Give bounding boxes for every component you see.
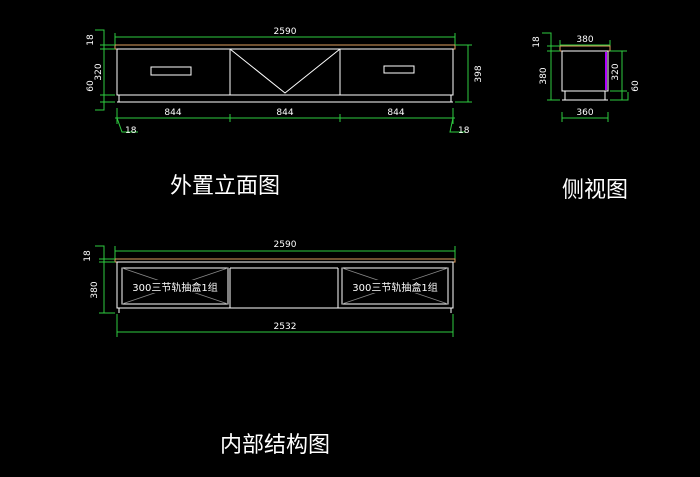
- front-view: 2590 18 320 60: [86, 27, 484, 199]
- front-dim-base-height: 60: [86, 80, 96, 92]
- internal-right-drawer-box: [341, 267, 449, 305]
- front-dim-total-height: 398: [474, 65, 484, 82]
- internal-dim-height: 380: [90, 281, 100, 298]
- internal-view-caption: 内部结构图: [220, 433, 330, 458]
- side-dim-height: 380: [539, 67, 549, 84]
- front-center-v-panel: [229, 48, 341, 94]
- side-bottom-width-label: 360: [576, 108, 593, 118]
- side-top-board: [559, 45, 611, 52]
- internal-right-note-bg: [352, 280, 445, 293]
- side-dim-base-height: 60: [631, 80, 641, 92]
- internal-left-dimension: [95, 245, 115, 314]
- front-right-dimension: [455, 44, 472, 103]
- front-leg-left-label: 18: [125, 126, 137, 136]
- front-right-drawer-handle: [383, 65, 415, 74]
- front-segment-left: 844: [164, 108, 181, 118]
- internal-right-drawer-note: 300三节轨抽盒1组: [352, 281, 437, 294]
- front-dim-body-height: 320: [94, 63, 104, 80]
- internal-left-drawer-box: [121, 267, 229, 305]
- front-view-caption: 外置立面图: [170, 174, 280, 199]
- internal-view: 2590 300三节轨抽盒1组 300三节轨抽盒1组: [83, 240, 456, 458]
- side-top-width-label: 380: [576, 35, 593, 45]
- front-top-board: [114, 44, 456, 50]
- internal-total-width-label: 2590: [274, 240, 297, 250]
- internal-left-drawer-note: 300三节轨抽盒1组: [132, 281, 217, 294]
- front-top-dimension: [114, 33, 456, 46]
- side-right-dimension: [610, 50, 629, 101]
- internal-inner-width-label: 2532: [274, 322, 297, 332]
- front-left-dimension: [95, 29, 115, 111]
- side-cabinet-body: [559, 45, 611, 101]
- internal-dim-top-board: 18: [83, 250, 93, 262]
- front-dim-top-board: 18: [86, 34, 96, 46]
- front-cabinet-outline: [116, 48, 454, 96]
- internal-top-dimension: [114, 246, 456, 260]
- side-view-caption: 侧视图: [562, 178, 628, 203]
- front-segment-middle: 844: [276, 108, 293, 118]
- side-view: 380 18 380 320 60: [532, 32, 641, 203]
- side-dim-top-board: 18: [532, 36, 542, 48]
- front-segment-right: 844: [387, 108, 404, 118]
- side-cabinet-outline: [561, 50, 609, 92]
- front-cabinet-body: [114, 44, 456, 103]
- front-total-width-label: 2590: [274, 27, 297, 37]
- front-leg-right-label: 18: [458, 126, 470, 136]
- internal-left-note-bg: [133, 280, 226, 293]
- front-left-drawer-handle: [150, 66, 192, 76]
- side-left-dimension: [542, 32, 560, 101]
- front-bottom-dimension: [115, 108, 466, 133]
- side-dim-body-height: 320: [611, 63, 621, 80]
- side-bottom-dimension: [561, 112, 609, 122]
- internal-bottom-dimension: [116, 314, 454, 337]
